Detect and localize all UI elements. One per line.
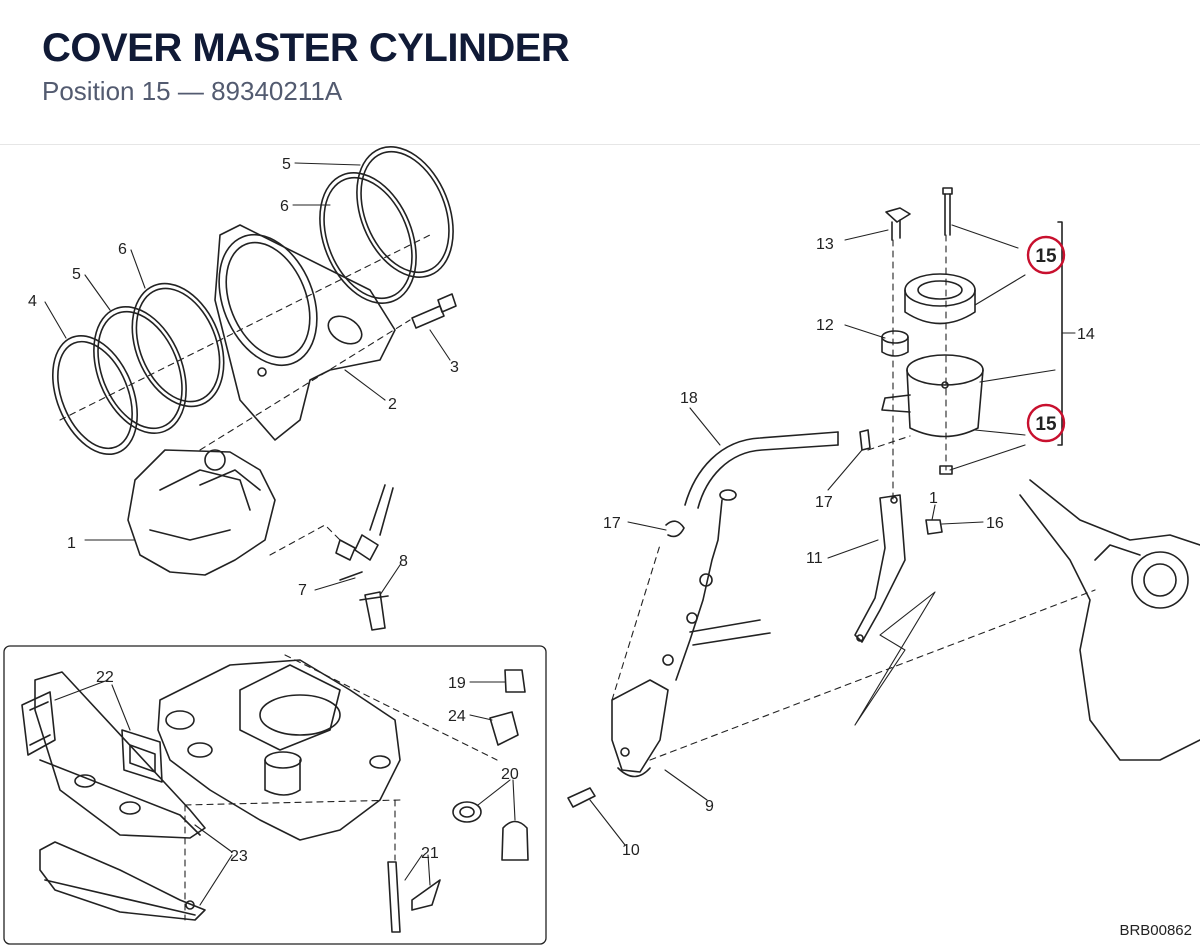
callout-3: 3 [450, 359, 459, 376]
callout-2: 2 [388, 396, 397, 413]
diagram-code: BRB00862 [1119, 922, 1192, 939]
clip-17-upper [859, 429, 871, 451]
reservoir-body [881, 354, 984, 438]
callout-17: 17 [603, 515, 621, 532]
callout-17: 17 [815, 494, 833, 511]
connector-stack [662, 489, 771, 681]
callout-12: 12 [816, 317, 834, 334]
assembly-lines-right [611, 234, 1096, 761]
brake-pad-upper [34, 671, 206, 839]
callout-9: 9 [705, 798, 714, 815]
bolt-3 [411, 293, 457, 329]
caliper-inset [157, 659, 401, 841]
seal-20 [452, 801, 529, 861]
callout-18: 18 [680, 390, 698, 407]
bleeder-19 [504, 669, 526, 693]
callout-16: 16 [986, 515, 1004, 532]
bracket-11 [854, 494, 906, 643]
ring-6-right [319, 172, 417, 304]
inset-frame [3, 645, 547, 945]
screw-13 [885, 207, 911, 241]
callout-20: 20 [501, 766, 519, 783]
frame-part [1019, 479, 1200, 761]
callout-4: 4 [28, 293, 37, 310]
page-title: COVER MASTER CYLINDER [42, 26, 570, 70]
callout-11: 11 [806, 550, 823, 567]
callout-5: 5 [72, 266, 81, 283]
caliper-body-1 [127, 449, 276, 576]
ring-6-left [131, 282, 225, 408]
callout-8: 8 [399, 553, 408, 570]
callout-1: 1 [67, 535, 76, 552]
callout-1: 1 [929, 490, 938, 507]
highlight-circle-top [1026, 235, 1066, 275]
ring-5-right [356, 146, 454, 278]
page-subtitle: Position 15 — 89340211A [42, 76, 343, 106]
pin-21 [387, 861, 441, 933]
long-screw [942, 187, 953, 236]
ring-5-left [93, 306, 187, 434]
callout-5: 5 [282, 156, 291, 173]
bleed-fitting-7 [335, 539, 363, 581]
callout-22: 22 [96, 669, 114, 686]
brake-pad-lower [39, 841, 206, 921]
highlight-label-top: 15 [1035, 246, 1057, 267]
nut-lower [939, 465, 953, 475]
highlight-circles [1026, 235, 1066, 443]
clip-17-lower [665, 520, 685, 538]
reservoir-cover-15 [904, 273, 976, 325]
callout-19: 19 [448, 675, 466, 692]
callout-21: 21 [421, 845, 439, 862]
callout-14: 14 [1077, 326, 1095, 343]
zigzag-line [854, 591, 936, 726]
assembly-lines [59, 234, 431, 556]
pad-spring-22 [21, 691, 56, 756]
brake-hose-end [354, 484, 394, 561]
fitting-24 [489, 711, 519, 746]
screw-10 [567, 787, 596, 808]
callout-13: 13 [816, 236, 834, 253]
callout-10: 10 [622, 842, 640, 859]
leader-lines [44, 162, 1076, 906]
grommet-12 [881, 330, 909, 357]
callout-6: 6 [280, 198, 289, 215]
carrier-plate [214, 224, 396, 441]
nut-16 [925, 519, 943, 535]
master-cylinder-9 [611, 679, 669, 778]
callout-24: 24 [448, 708, 466, 725]
highlight-circle-bottom [1026, 403, 1066, 443]
header: COVER MASTER CYLINDER Position 15 — 8934… [0, 0, 1200, 145]
highlight-label-bottom: 15 [1035, 414, 1057, 435]
callout-6: 6 [118, 241, 127, 258]
inset-assembly-lines [184, 654, 498, 921]
callout-7: 7 [298, 582, 307, 599]
circlip-ring-4 [52, 334, 138, 456]
callout-23: 23 [230, 848, 248, 865]
banjo-bolt-8 [359, 591, 389, 631]
hose-18 [684, 431, 839, 509]
